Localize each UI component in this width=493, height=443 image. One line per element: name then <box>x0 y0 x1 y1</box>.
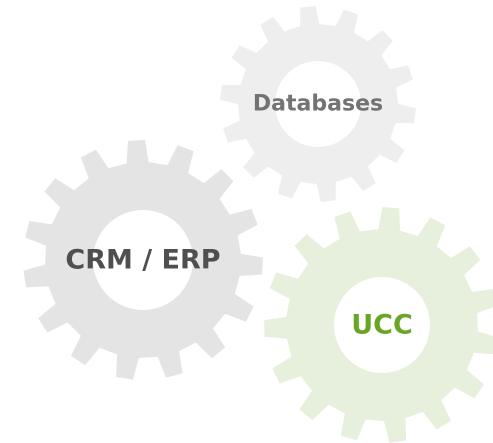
gear-ucc-label: UCC <box>351 310 413 341</box>
gear-ucc: UCC <box>264 207 493 443</box>
gear-databases-label: Databases <box>253 92 383 117</box>
gear-crm-erp-label: CRM / ERP <box>65 245 220 276</box>
gear-crm-erp-hole <box>93 210 193 310</box>
gear-ucc-hole <box>334 277 430 373</box>
gear-databases-hole <box>275 61 361 147</box>
gear-databases: Databases <box>220 6 416 202</box>
gear-crm-erp: CRM / ERP <box>23 140 263 380</box>
